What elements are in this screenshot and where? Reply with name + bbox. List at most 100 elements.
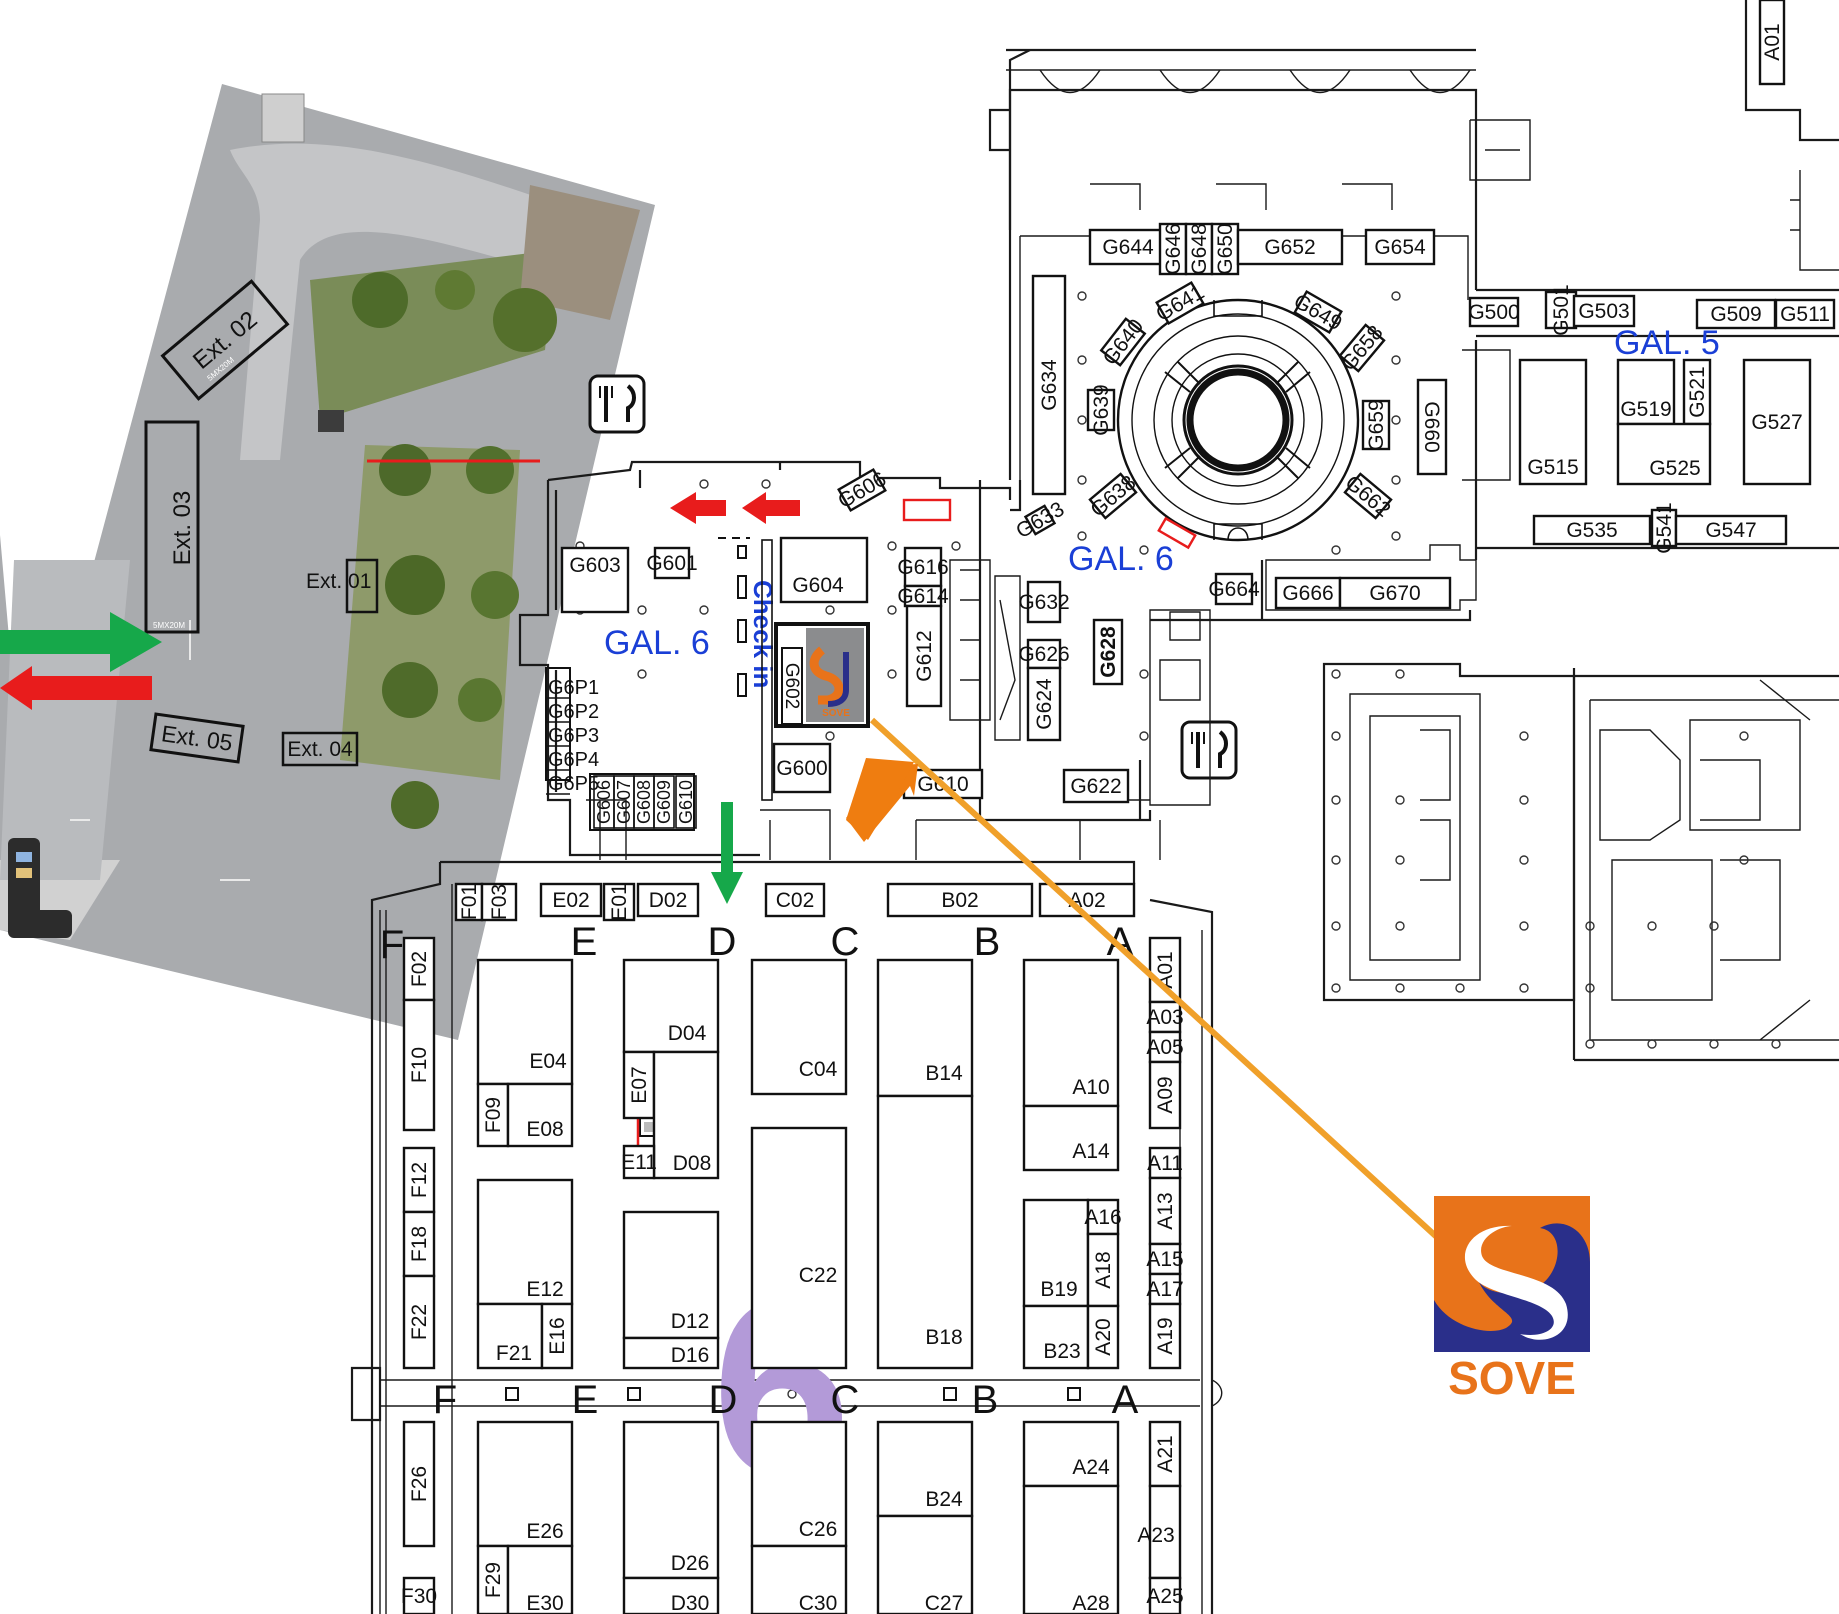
booth-label[interactable]: G608 — [634, 780, 654, 824]
booth-g612[interactable]: G612 — [905, 604, 943, 708]
booth-c30[interactable]: C30 — [750, 1544, 848, 1614]
booth-a09[interactable]: A09 — [1148, 1060, 1182, 1130]
booth-b19[interactable]: B19 — [1022, 1198, 1090, 1308]
booth-d26[interactable]: D26 — [622, 1420, 720, 1580]
checkin-desk[interactable]: G602 SOVE — [774, 622, 870, 728]
booth-d12[interactable]: D12 — [622, 1210, 720, 1340]
booth-e30[interactable]: E30 — [506, 1544, 574, 1614]
booth-a10[interactable]: A10 — [1022, 958, 1120, 1108]
booth-a16[interactable]: A16 — [1084, 1198, 1122, 1236]
booth-d30[interactable]: D30 — [622, 1576, 720, 1614]
booth-label[interactable]: G6P4 — [548, 749, 599, 771]
booth-a15[interactable]: A15 — [1146, 1242, 1184, 1276]
booth-label[interactable]: G606 — [594, 780, 614, 824]
booth-g662[interactable]: G662 — [1341, 470, 1396, 522]
ext-01-plot[interactable]: Ext. 01 — [306, 558, 379, 614]
booth-a18[interactable]: A18 — [1086, 1232, 1120, 1308]
booth-f12[interactable]: F12 — [402, 1146, 436, 1214]
booth-g650[interactable]: G650 — [1210, 222, 1240, 276]
booth-f26[interactable]: F26 — [402, 1420, 436, 1548]
booth-label[interactable]: G610 — [676, 780, 696, 824]
booth-g659[interactable]: G659 — [1361, 399, 1391, 451]
booth-b24[interactable]: B24 — [876, 1420, 974, 1518]
booth-f21[interactable]: F21 — [476, 1302, 544, 1370]
booth-g639[interactable]: G639 — [1086, 384, 1116, 436]
booth-g666[interactable]: G666 — [1274, 576, 1342, 610]
booth-g515[interactable]: G515 — [1518, 358, 1588, 486]
booth-g519[interactable]: G519 — [1616, 358, 1676, 426]
booth-f03[interactable]: F03 — [480, 882, 518, 922]
booth-e07[interactable]: E07 — [622, 1050, 656, 1120]
booth-g654[interactable]: G654 — [1364, 228, 1436, 266]
booth-a21[interactable]: A21 — [1148, 1420, 1182, 1488]
booth-f29[interactable]: F29 — [476, 1544, 510, 1614]
ext-03-plot[interactable]: Ext. 03 5MX20M — [144, 420, 200, 634]
booth-g604[interactable]: G604 — [779, 536, 869, 604]
booth-b23[interactable]: B23 — [1022, 1304, 1090, 1370]
booth-g503[interactable]: G503 — [1572, 294, 1636, 328]
booth-a14[interactable]: A14 — [1022, 1104, 1120, 1172]
booth-d04[interactable]: D04 — [622, 958, 720, 1054]
booth-g600[interactable]: G600 — [772, 742, 832, 794]
booth-a20[interactable]: A20 — [1086, 1304, 1120, 1370]
booth-d08[interactable]: D08 — [652, 1050, 720, 1180]
booth-g664[interactable]: G664 — [1208, 572, 1260, 606]
booth-g670[interactable]: G670 — [1338, 576, 1452, 610]
booth-g525[interactable]: G525 — [1616, 422, 1712, 486]
booth-a11[interactable]: A11 — [1147, 1146, 1183, 1180]
booth-c02[interactable]: C02 — [764, 882, 826, 918]
booth-d02[interactable]: D02 — [636, 882, 700, 918]
booth-g509[interactable]: G509 — [1695, 298, 1777, 330]
booth-b02[interactable]: B02 — [886, 882, 1034, 918]
booth-c26[interactable]: C26 — [750, 1420, 848, 1548]
booth-g500[interactable]: G500 — [1468, 296, 1520, 328]
booth-g624[interactable]: G624 — [1026, 666, 1062, 742]
booth-e02[interactable]: E02 — [539, 882, 603, 918]
booth-g658[interactable]: G658 — [1336, 321, 1388, 376]
booth-g606[interactable]: G606 — [834, 467, 890, 514]
booth-g649[interactable]: G649 — [1290, 289, 1346, 336]
booth-label[interactable]: G6P1 — [548, 677, 599, 699]
booth-f22[interactable]: F22 — [402, 1274, 436, 1370]
booth-e16[interactable]: E16 — [540, 1302, 574, 1370]
booth-g616[interactable]: G616 — [897, 546, 949, 588]
booth-a13[interactable]: A13 — [1148, 1176, 1182, 1246]
booth-f01[interactable]: F01 — [454, 882, 484, 922]
booth-g622[interactable]: G622 — [1062, 768, 1130, 804]
booth-g501[interactable]: G501 — [1544, 284, 1578, 336]
booth-f02[interactable]: F02 — [402, 936, 436, 1002]
booth-c22[interactable]: C22 — [750, 1126, 848, 1370]
booth-e26[interactable]: E26 — [476, 1420, 574, 1548]
booth-a28[interactable]: A28 — [1022, 1484, 1120, 1614]
booth-e04[interactable]: E04 — [476, 958, 574, 1086]
booth-a24[interactable]: A24 — [1022, 1420, 1120, 1488]
booth-f10[interactable]: F10 — [402, 998, 436, 1132]
booth-f09[interactable]: F09 — [476, 1082, 510, 1148]
booth-g541[interactable]: G541 — [1650, 502, 1678, 554]
ext-04-plot[interactable]: Ext. 04 — [281, 731, 359, 767]
booth-g640[interactable]: G640 — [1098, 314, 1149, 370]
booth-a25[interactable]: A25 — [1146, 1576, 1184, 1614]
booth-e01[interactable]: E01 — [602, 882, 636, 922]
booth-d16[interactable]: D16 — [622, 1336, 720, 1370]
booth-label[interactable]: G6P5 — [548, 773, 599, 795]
booth-g603[interactable]: G603 — [560, 546, 630, 614]
booth-e08[interactable]: E08 — [506, 1082, 574, 1148]
booth-g644[interactable]: G644 — [1088, 228, 1168, 266]
booth-a17[interactable]: A17 — [1146, 1272, 1184, 1306]
booth-g628[interactable]: G628 — [1092, 618, 1124, 686]
booth-b18[interactable]: B18 — [876, 1094, 974, 1370]
booth-g535[interactable]: G535 — [1532, 514, 1652, 546]
booth-g646[interactable]: G646 — [1158, 222, 1188, 276]
booth-g527[interactable]: G527 — [1742, 358, 1812, 486]
booth-g632[interactable]: G632 — [1018, 580, 1070, 624]
booth-g521[interactable]: G521 — [1682, 358, 1712, 426]
booth-label[interactable]: G607 — [614, 780, 634, 824]
booth-label[interactable]: G609 — [654, 780, 674, 824]
booth-f30[interactable]: F30 — [401, 1576, 437, 1614]
booth-label[interactable]: G6P2 — [548, 701, 599, 723]
booth-g634[interactable]: G634 — [1031, 274, 1067, 496]
booth-g648[interactable]: G648 — [1184, 222, 1214, 276]
booth-a23[interactable]: A23 — [1137, 1484, 1182, 1580]
booth-label[interactable]: G6P3 — [548, 725, 599, 747]
